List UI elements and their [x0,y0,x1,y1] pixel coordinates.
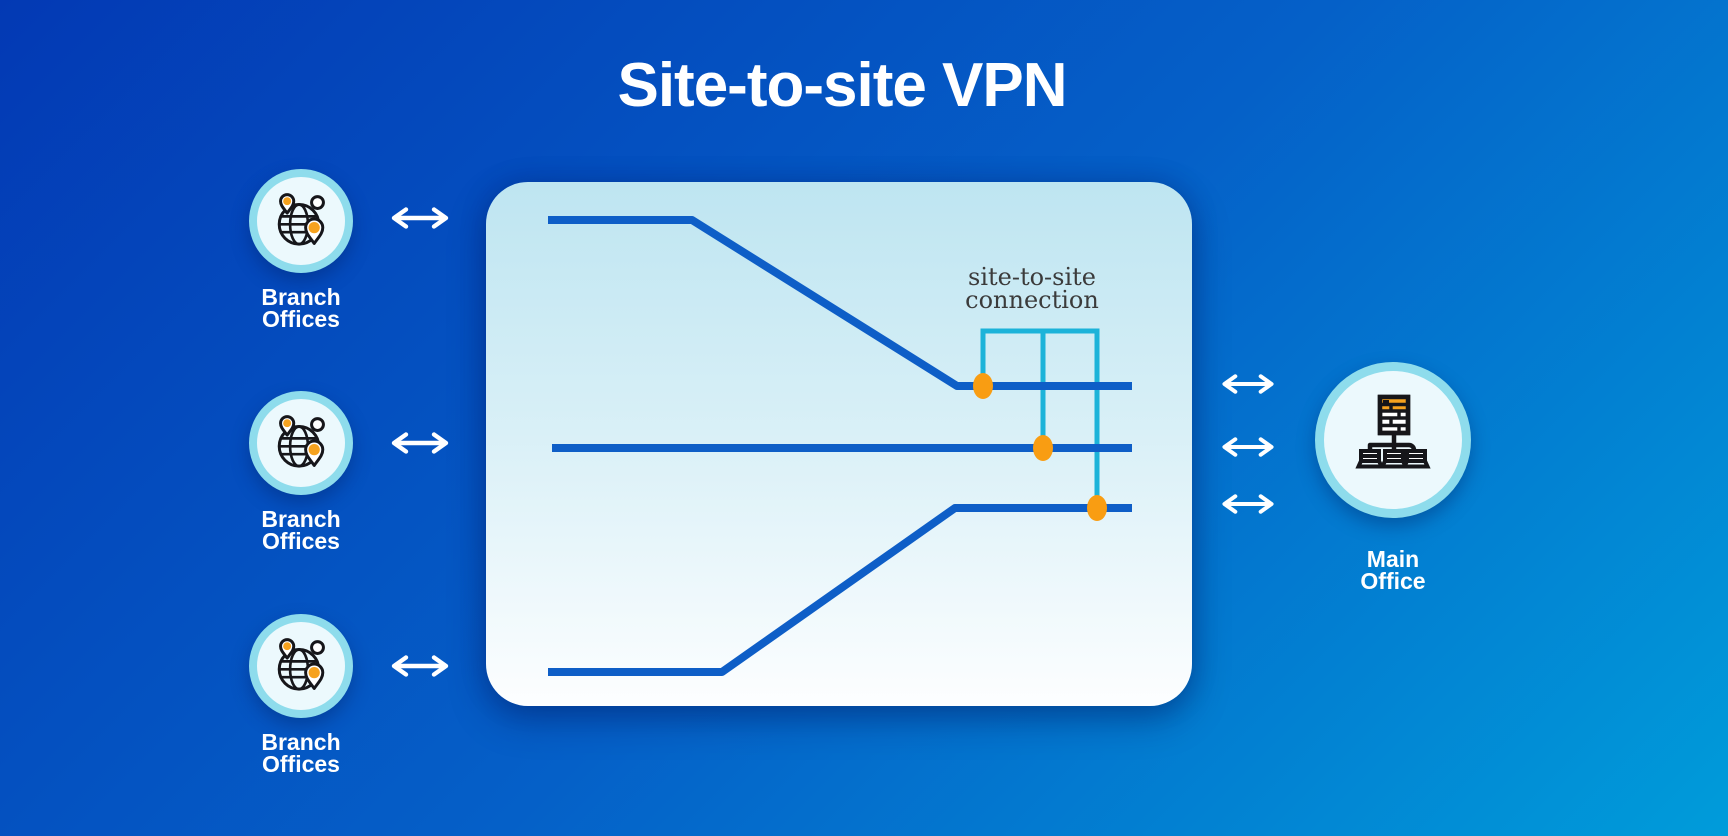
connection-annotation: site-to-site connection [965,263,1099,314]
connection-point-dots [973,373,1107,521]
globe-with-location-pins-icon [277,193,325,246]
branch-office-circle [249,391,353,495]
main-office-circle [1315,362,1471,518]
bidirectional-arrow-icon [388,654,452,678]
bidirectional-arrow-icon [388,206,452,230]
bidirectional-arrow-icon [1222,494,1274,514]
annotation-line-1: site-to-site [968,263,1096,291]
tunnel-line-top [548,216,1132,390]
bidirectional-arrow-icon [388,431,452,455]
site-to-site-connector-lines [980,328,1100,508]
network-lines-graphic [548,216,1132,676]
branch-office-circle [249,614,353,718]
bidirectional-arrow-icon [1222,374,1274,394]
bidirectional-arrow-icon [1222,437,1274,457]
branch-office-circle [249,169,353,273]
globe-with-location-pins-icon [277,415,325,468]
tunnel-line-bottom [548,504,1132,676]
page-title: Site-to-site VPN [617,51,1067,120]
globe-with-location-pins-icon [277,638,325,691]
office-network-tree-icon [1343,390,1443,490]
network-panel: site-to-site connection [486,182,1192,706]
annotation-line-2: connection [965,286,1099,314]
